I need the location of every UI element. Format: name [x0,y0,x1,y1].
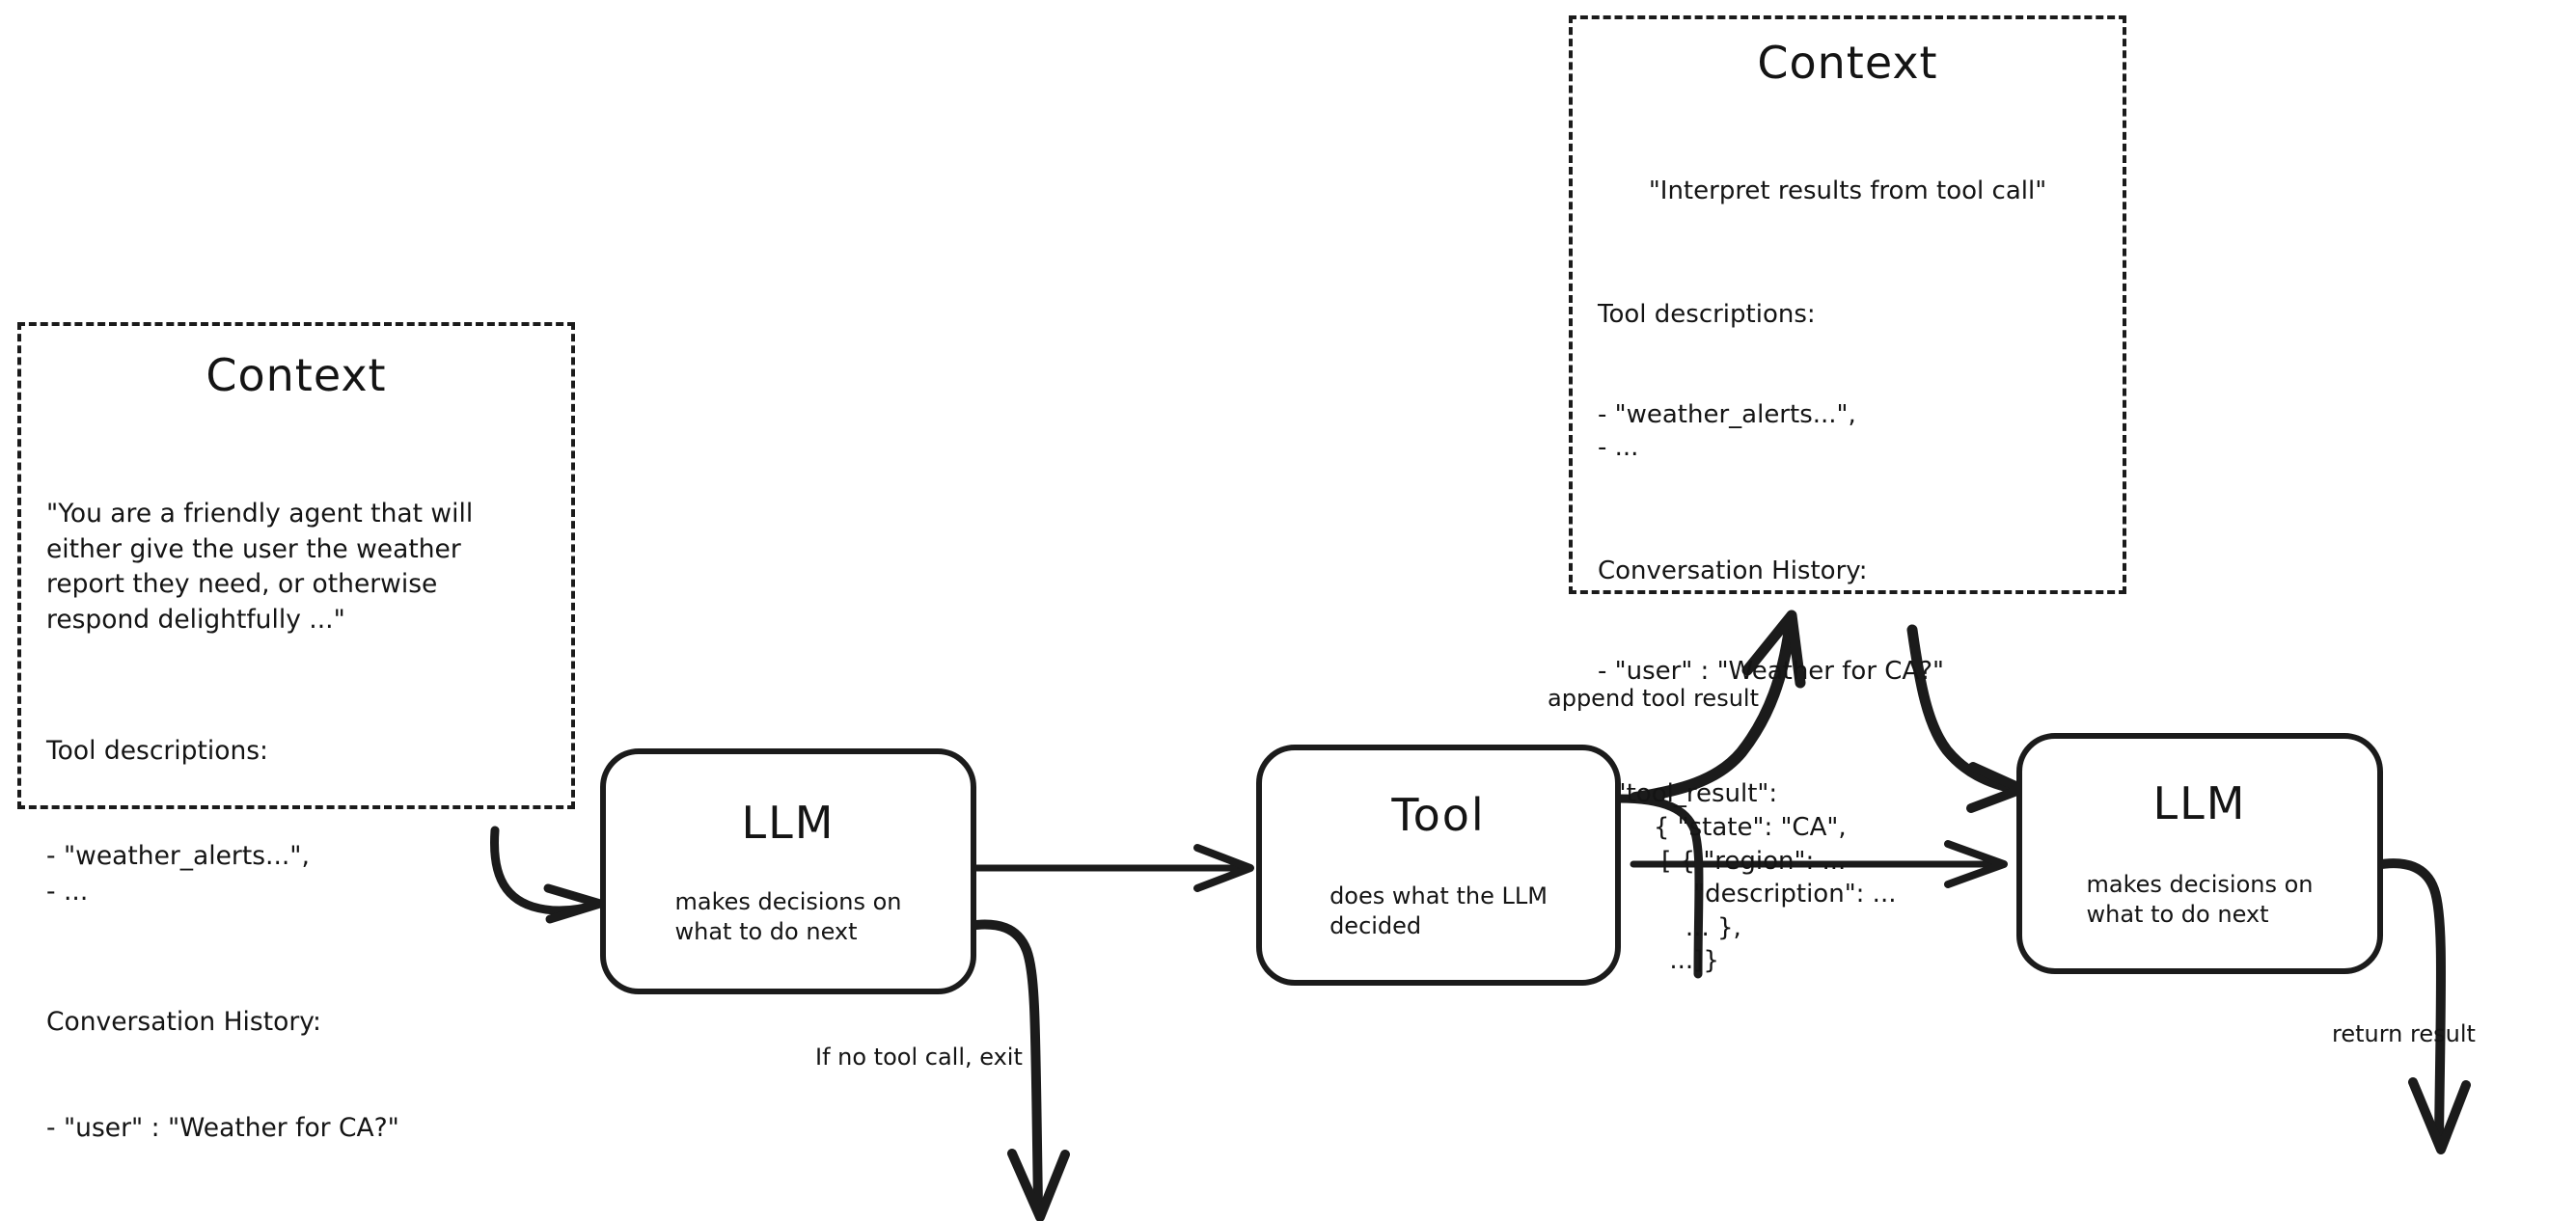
context-right-system-prompt: "Interpret results from tool call" [1648,176,2047,206]
edge-label-append-tool-result: append tool result [1548,685,1759,712]
node-llm-second[interactable]: LLM makes decisions on what to do next [2016,733,2383,974]
node-tool-subtitle: does what the LLM decided [1329,882,1548,939]
context-left-title: Context [206,349,387,401]
node-llm-second-subtitle: makes decisions on what to do next [2086,871,2314,928]
arrow-llm1-to-tool [967,844,1254,892]
node-llm-second-title: LLM [2152,777,2247,829]
context-left-conversation-heading: Conversation History: [46,1007,321,1038]
context-right-tool-descriptions-heading: Tool descriptions: [1598,299,1816,329]
context-right-conversation-user: - "user" : "Weather for CA?" [1598,656,1944,686]
arrow-return-result [2370,858,2471,1154]
arrow-if-no-tool-call-exit [963,919,1070,1221]
context-left-tool-descriptions-items: - "weather_alerts...", - ... [46,841,310,907]
node-llm-first-subtitle: makes decisions on what to do next [674,888,902,945]
context-left-body: "You are a friendly agent that will eith… [46,426,546,1217]
context-left-conversation-items: - "user" : "Weather for CA?" [46,1113,399,1144]
context-right-tool-result-block: - "tool_result": { "state": "CA", [ { "r… [1598,779,1897,976]
node-llm-first[interactable]: LLM makes decisions on what to do next [600,748,976,994]
context-left-tool-descriptions-heading: Tool descriptions: [46,735,268,766]
context-right-body: "Interpret results from tool call" Tool … [1598,108,2097,1045]
context-right-conversation-heading: Conversation History: [1598,556,1868,585]
context-right-title: Context [1757,37,1938,89]
node-tool-title: Tool [1391,789,1486,841]
context-right-tool-descriptions-items: - "weather_alerts...", - ... [1598,399,1856,463]
edge-label-return-result: return result [2332,1020,2476,1047]
context-box-after-tool: Context "Interpret results from tool cal… [1569,15,2126,975]
context-left-system-prompt: "You are a friendly agent that will eith… [46,499,474,635]
node-tool[interactable]: Tool does what the LLM decided [1256,745,1621,986]
edge-label-if-no-tool-call-exit: If no tool call, exit [815,1044,1023,1071]
node-llm-first-title: LLM [741,797,836,849]
context-box-initial: Context "You are a friendly agent that w… [17,322,575,1143]
